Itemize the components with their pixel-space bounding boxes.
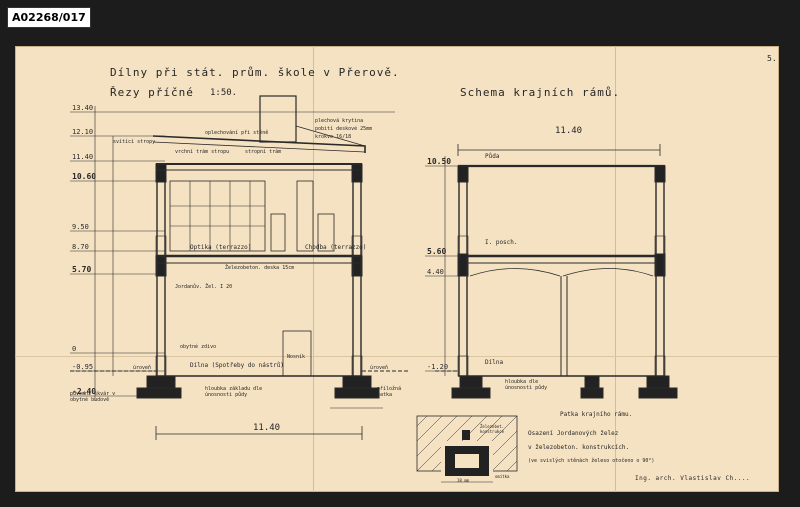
label-low-floor: obytné zdivo xyxy=(180,344,217,350)
detail-title-1: Osazení Jordanových želez xyxy=(528,430,619,437)
signature: Ing. arch. Vlastislav Ch.... xyxy=(635,475,751,482)
label-edge-footing: Patka krajního rámu. xyxy=(560,411,633,418)
label-ground-left: úroveň xyxy=(133,365,152,371)
svg-text:5.60: 5.60 xyxy=(427,247,446,256)
svg-text:5.70: 5.70 xyxy=(72,265,91,274)
label-rafter: krokve 16/18 xyxy=(315,134,352,140)
label-slab-thickness: Železobeton. deska 15cm xyxy=(225,265,295,271)
svg-text:-1.20: -1.20 xyxy=(427,363,448,371)
label-deck: stropní trám xyxy=(245,149,282,155)
fold-line xyxy=(15,356,779,357)
architectural-drawing: 13.40 12.10 11.40 10.60 9.50 8.70 5.70 0… xyxy=(70,95,678,483)
label-boarding: pobití deskové 25mm xyxy=(315,126,373,132)
dimension-width: 11.40 xyxy=(253,423,281,433)
detail-title-2: v železobeton. konstrukcích. xyxy=(528,444,630,451)
drawing-scale: 1:50. xyxy=(210,88,238,98)
drawing-subtitle: Řezy příčné xyxy=(110,86,194,99)
label-lower-room: Dílna (Spotřeby do nástrů) xyxy=(190,362,284,369)
drawing-title: Dílny při stát. prům. škole v Přerově. xyxy=(110,66,400,79)
svg-text:11.40: 11.40 xyxy=(72,153,93,161)
detail-label-bottom: omítka xyxy=(495,474,510,479)
label-slab-floor: Jordanův. Žel. I 20 xyxy=(175,284,233,290)
svg-text:0: 0 xyxy=(72,345,76,353)
sheet-number: 5. xyxy=(767,54,777,63)
detail-label-top: Železobet. konstrukce xyxy=(480,424,505,434)
label-ground-right: úroveň xyxy=(370,365,389,371)
archive-reference-label: A02268/017 xyxy=(7,7,91,28)
detail-dimension: 18 mm xyxy=(457,478,470,483)
schema-title: Schema krajních rámů. xyxy=(460,86,621,99)
label-attic: Půda xyxy=(485,153,500,160)
label-workshop-ground: Dílna xyxy=(485,359,504,366)
label-ground-note: původní škvár v obytné budově xyxy=(70,391,116,403)
label-right-foundation: hloubka dle únosnosti půdy xyxy=(505,379,548,391)
svg-text:-0.95: -0.95 xyxy=(72,363,93,371)
level-1340: 13.40 xyxy=(72,104,93,112)
label-footing: příložná patka xyxy=(377,386,402,398)
label-skylight: svítící stropy xyxy=(113,139,156,145)
right-width-dimension: 11.40 xyxy=(555,126,583,136)
label-first-floor: I. posch. xyxy=(485,239,518,246)
label-roof-cover: plechová krytina xyxy=(315,118,364,124)
label-workshop-upper: Optika (terrazzo) xyxy=(190,244,252,251)
svg-text:4.40: 4.40 xyxy=(427,268,444,276)
detail-title-3: (ve svislých stěnách želeso otočeno o 90… xyxy=(528,458,655,464)
svg-text:-2.40: -2.40 xyxy=(72,387,96,396)
svg-text:10.50: 10.50 xyxy=(427,157,451,166)
label-top-beam: vrchní trám stropu xyxy=(175,149,230,155)
fold-line xyxy=(313,46,314,492)
drawing-sheet: 13.40 12.10 11.40 10.60 9.50 8.70 5.70 0… xyxy=(15,46,779,492)
svg-text:8.70: 8.70 xyxy=(72,243,89,251)
label-plate: oplechování při stěně xyxy=(205,130,269,136)
svg-text:12.10: 12.10 xyxy=(72,128,93,136)
label-door: Nosník xyxy=(287,354,306,360)
svg-text:9.50: 9.50 xyxy=(72,223,89,231)
label-corridor: Chodba (terrazzo) xyxy=(305,244,367,251)
svg-text:10.60: 10.60 xyxy=(72,172,96,181)
label-foundation: hloubka základu dle únosnosti půdy xyxy=(205,386,263,398)
